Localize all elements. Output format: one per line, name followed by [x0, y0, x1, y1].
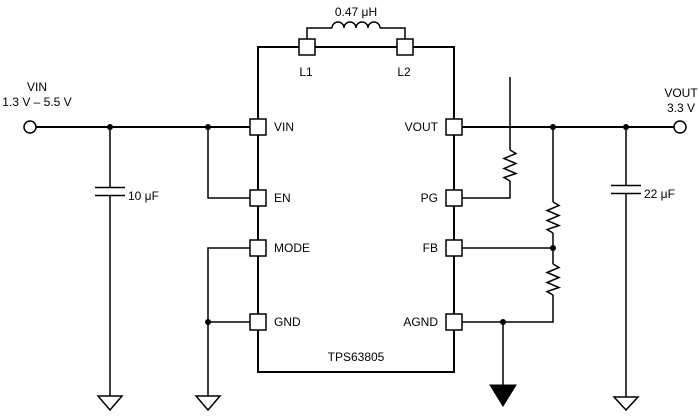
feedback-resistor-bottom — [545, 263, 562, 296]
pin-l2-label: L2 — [397, 65, 411, 79]
wire-fb-divider-bottom — [462, 295, 554, 323]
inductor-coil — [331, 21, 381, 29]
junction-dot-agnd — [500, 319, 506, 325]
ground-symbol-input-cap — [96, 395, 124, 412]
wire-mode-branch — [207, 247, 250, 322]
ic-body — [257, 46, 455, 373]
pin-fb-box — [445, 239, 463, 257]
pin-vin-label: VIN — [274, 120, 294, 134]
input-capacitor-label: 10 μF — [128, 189, 159, 203]
inductor-wire-right — [380, 27, 406, 39]
vout-voltage-label: 3.3 V — [667, 101, 695, 115]
vin-terminal-label: VIN — [27, 80, 47, 94]
pin-vin-box — [249, 118, 267, 136]
pin-l1-box — [298, 38, 316, 56]
pin-l1-label: L1 — [299, 65, 313, 79]
vin-terminal — [23, 120, 37, 134]
junction-dot-gnd — [205, 319, 211, 325]
wire-pg-pullup-bottom — [462, 181, 511, 199]
pin-vout-box — [445, 118, 463, 136]
vout-terminal — [673, 120, 687, 134]
pin-vout-label: VOUT — [405, 120, 439, 134]
vin-range-label: 1.3 V – 5.5 V — [2, 95, 71, 109]
inductor-value-label: 0.47 μH — [335, 5, 377, 19]
junction-dot-input-cap — [107, 124, 113, 130]
wire-en-branch — [207, 127, 250, 199]
pg-pullup-resistor — [502, 149, 519, 182]
pin-mode-box — [249, 239, 267, 257]
vout-terminal-label: VOUT — [664, 86, 698, 100]
pin-en-box — [249, 189, 267, 207]
pin-mode-label: MODE — [274, 241, 310, 255]
pin-gnd-box — [249, 313, 267, 331]
pin-gnd-label: GND — [274, 315, 301, 329]
feedback-resistor-top — [545, 201, 562, 234]
ground-symbol-output-cap — [612, 396, 640, 412]
ground-symbol-gnd — [194, 395, 222, 412]
pin-l2-box — [396, 38, 414, 56]
junction-dot-fb-divider — [550, 124, 556, 130]
ic-name-label: TPS63805 — [328, 350, 385, 364]
inductor-wire-left — [306, 27, 332, 39]
junction-dot-output-cap — [623, 124, 629, 130]
output-capacitor-label: 22 μF — [644, 187, 675, 201]
pin-pg-label: PG — [421, 191, 438, 205]
pin-pg-box — [445, 189, 463, 207]
ground-symbol-agnd-solid — [489, 384, 517, 407]
junction-dot-fb-node — [550, 245, 556, 251]
pin-en-label: EN — [274, 191, 291, 205]
pin-fb-label: FB — [423, 241, 438, 255]
pin-agnd-box — [445, 313, 463, 331]
pin-agnd-label: AGND — [403, 315, 438, 329]
junction-dot-en — [205, 124, 211, 130]
